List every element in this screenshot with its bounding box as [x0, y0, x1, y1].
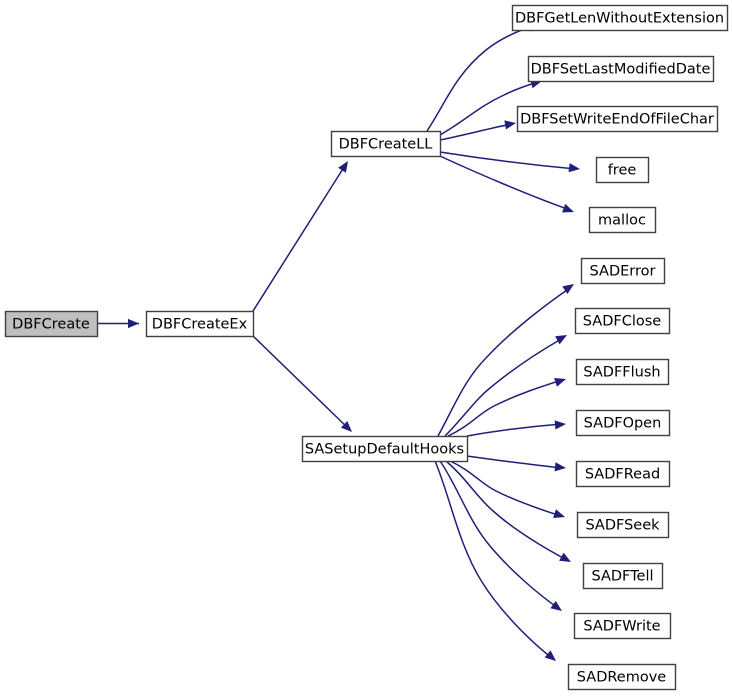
node-box-dbfgetlenwithoutextension[interactable] — [511, 4, 729, 32]
graph-node-sadfseek[interactable]: SADFSeek — [576, 511, 670, 539]
node-label-malloc: malloc — [598, 213, 646, 229]
node-label-free: free — [608, 163, 637, 179]
arrowhead-sasetupdefaulthooks-to-sadfflush — [554, 378, 566, 387]
call-edge-sasetupdefaulthooks-to-sadfread — [466, 455, 563, 469]
graph-node-sadftell[interactable]: SADFTell — [582, 562, 664, 590]
node-label-sasetupdefaulthooks: SASetupDefaultHooks — [305, 442, 464, 458]
graph-node-dbfcreateex[interactable]: DBFCreateEx — [145, 310, 255, 338]
graph-node-sadfwrite[interactable]: SADFWrite — [573, 612, 672, 640]
node-box-dbfsetlastmodifieddate[interactable] — [527, 55, 715, 83]
node-label-dbfsetlastmodifieddate: DBFSetLastModifiedDate — [531, 62, 711, 78]
call-edge-dbfcreatell-to-dbfsetlastmodifieddate — [439, 81, 539, 136]
node-label-sadfflush: SADFFlush — [583, 365, 660, 381]
node-label-sadremove: SADRemove — [577, 670, 666, 686]
node-box-sadfwrite[interactable] — [573, 612, 672, 640]
node-box-sadremove[interactable] — [567, 663, 677, 691]
node-box-free[interactable] — [595, 156, 650, 184]
call-edge-sasetupdefaulthooks-to-sadfflush — [447, 379, 563, 437]
node-box-malloc[interactable] — [588, 206, 657, 234]
node-label-sadftell: SADFTell — [591, 569, 653, 585]
arrowhead-sasetupdefaulthooks-to-sadftell — [559, 552, 571, 562]
graph-node-sadremove[interactable]: SADRemove — [567, 663, 677, 691]
node-label-sadfread: SADFRead — [585, 467, 660, 483]
arrowhead-dbfcreatell-to-saderror — [562, 284, 574, 294]
node-box-dbfcreatell[interactable] — [330, 130, 442, 158]
call-edge-dbfcreatell-to-free — [439, 151, 577, 170]
graph-node-sadfopen[interactable]: SADFOpen — [575, 409, 671, 437]
call-edge-dbfcreatell-to-malloc — [439, 155, 571, 211]
graph-node-dbfcreatell[interactable]: DBFCreateLL — [330, 130, 442, 158]
arrowhead-sasetupdefaulthooks-to-sadfwrite — [550, 600, 562, 611]
node-label-dbfcreatell: DBFCreateLL — [339, 137, 433, 153]
call-edge-dbfcreatell-to-dbfgetlenwithoutextension — [426, 24, 537, 132]
call-edge-sasetupdefaulthooks-to-saderror — [437, 287, 571, 437]
node-label-dbfcreateex: DBFCreateEx — [152, 317, 248, 333]
graph-node-dbfsetlastmodifieddate[interactable]: DBFSetLastModifiedDate — [527, 55, 715, 83]
graph-node-free[interactable]: free — [595, 156, 650, 184]
call-edge-sasetupdefaulthooks-to-sadfwrite — [439, 460, 559, 609]
node-box-dbfsetwriteendoffilechar[interactable] — [516, 105, 719, 133]
call-edge-sasetupdefaulthooks-to-sadfseek — [449, 460, 562, 517]
graph-node-sadfread[interactable]: SADFRead — [575, 460, 671, 488]
node-label-sadfopen: SADFOpen — [584, 416, 662, 432]
arrowhead-dbfcreatell-to-dbfsetwriteendoffilechar — [504, 120, 516, 130]
node-label-sadfwrite: SADFWrite — [583, 619, 660, 635]
node-box-saderror[interactable] — [580, 257, 666, 285]
graph-node-dbfsetwriteendoffilechar[interactable]: DBFSetWriteEndOfFileChar — [516, 105, 719, 133]
call-edge-dbfcreateex-to-dbfcreatell — [252, 163, 347, 312]
graph-node-sadfflush[interactable]: SADFFlush — [575, 358, 670, 386]
node-box-sadfopen[interactable] — [575, 409, 671, 437]
node-box-dbfcreate[interactable] — [4, 310, 99, 338]
call-edge-sasetupdefaulthooks-to-sadremove — [434, 460, 553, 659]
node-box-sadftell[interactable] — [582, 562, 664, 590]
call-edge-sasetupdefaulthooks-to-sadftell — [445, 460, 568, 561]
graph-node-dbfgetlenwithoutextension[interactable]: DBFGetLenWithoutExtension — [511, 4, 729, 32]
arrowhead-sasetupdefaulthooks-to-sadfread — [554, 462, 566, 472]
graph-node-dbfcreate[interactable]: DBFCreate — [4, 310, 99, 338]
graph-node-saderror[interactable]: SADError — [580, 257, 666, 285]
arrowhead-sasetupdefaulthooks-to-sadfseek — [553, 509, 565, 518]
node-box-sadfseek[interactable] — [576, 511, 670, 539]
node-box-sadfread[interactable] — [575, 460, 671, 488]
arrowhead-dbfcreateex-to-sasetupdefaulthooks — [340, 421, 352, 432]
node-box-sadfclose[interactable] — [574, 307, 671, 335]
node-box-sadfflush[interactable] — [575, 358, 670, 386]
node-box-sasetupdefaulthooks[interactable] — [301, 435, 469, 463]
nodes-layer: DBFCreate DBFCreateEx DBFCreateLL DBFGetLen… — [4, 4, 729, 691]
node-label-dbfsetwriteendoffilechar: DBFSetWriteEndOfFileChar — [520, 112, 714, 128]
arrowhead-sasetupdefaulthooks-to-sadfopen — [554, 420, 566, 430]
call-edge-sasetupdefaulthooks-to-sadfopen — [466, 423, 563, 437]
arrowhead-sasetupdefaulthooks-to-sadfclose — [555, 335, 567, 345]
call-edge-sasetupdefaulthooks-to-sadfclose — [444, 337, 564, 437]
node-label-sadfclose: SADFClose — [583, 314, 661, 330]
node-label-sadfseek: SADFSeek — [585, 518, 660, 534]
arrowhead-dbfcreate-to-dbfcreateex — [128, 318, 139, 329]
arrowhead-dbfcreateex-to-dbfcreatell — [338, 161, 348, 173]
arrowhead-dbfcreatell-to-free — [568, 163, 580, 173]
edges-layer — [97, 24, 577, 659]
arrowhead-dbfcreatell-to-malloc — [562, 203, 574, 213]
node-label-dbfcreate: DBFCreate — [12, 317, 90, 333]
node-box-dbfcreateex[interactable] — [145, 310, 255, 338]
graph-node-sadfclose[interactable]: SADFClose — [574, 307, 671, 335]
graph-node-malloc[interactable]: malloc — [588, 206, 657, 234]
call-edge-dbfcreateex-to-sasetupdefaulthooks — [252, 335, 351, 431]
node-label-dbfgetlenwithoutextension: DBFGetLenWithoutExtension — [515, 11, 724, 27]
node-label-saderror: SADError — [590, 264, 656, 280]
arrowhead-sasetupdefaulthooks-to-sadremove — [544, 650, 556, 661]
graph-node-sasetupdefaulthooks[interactable]: SASetupDefaultHooks — [301, 435, 469, 463]
